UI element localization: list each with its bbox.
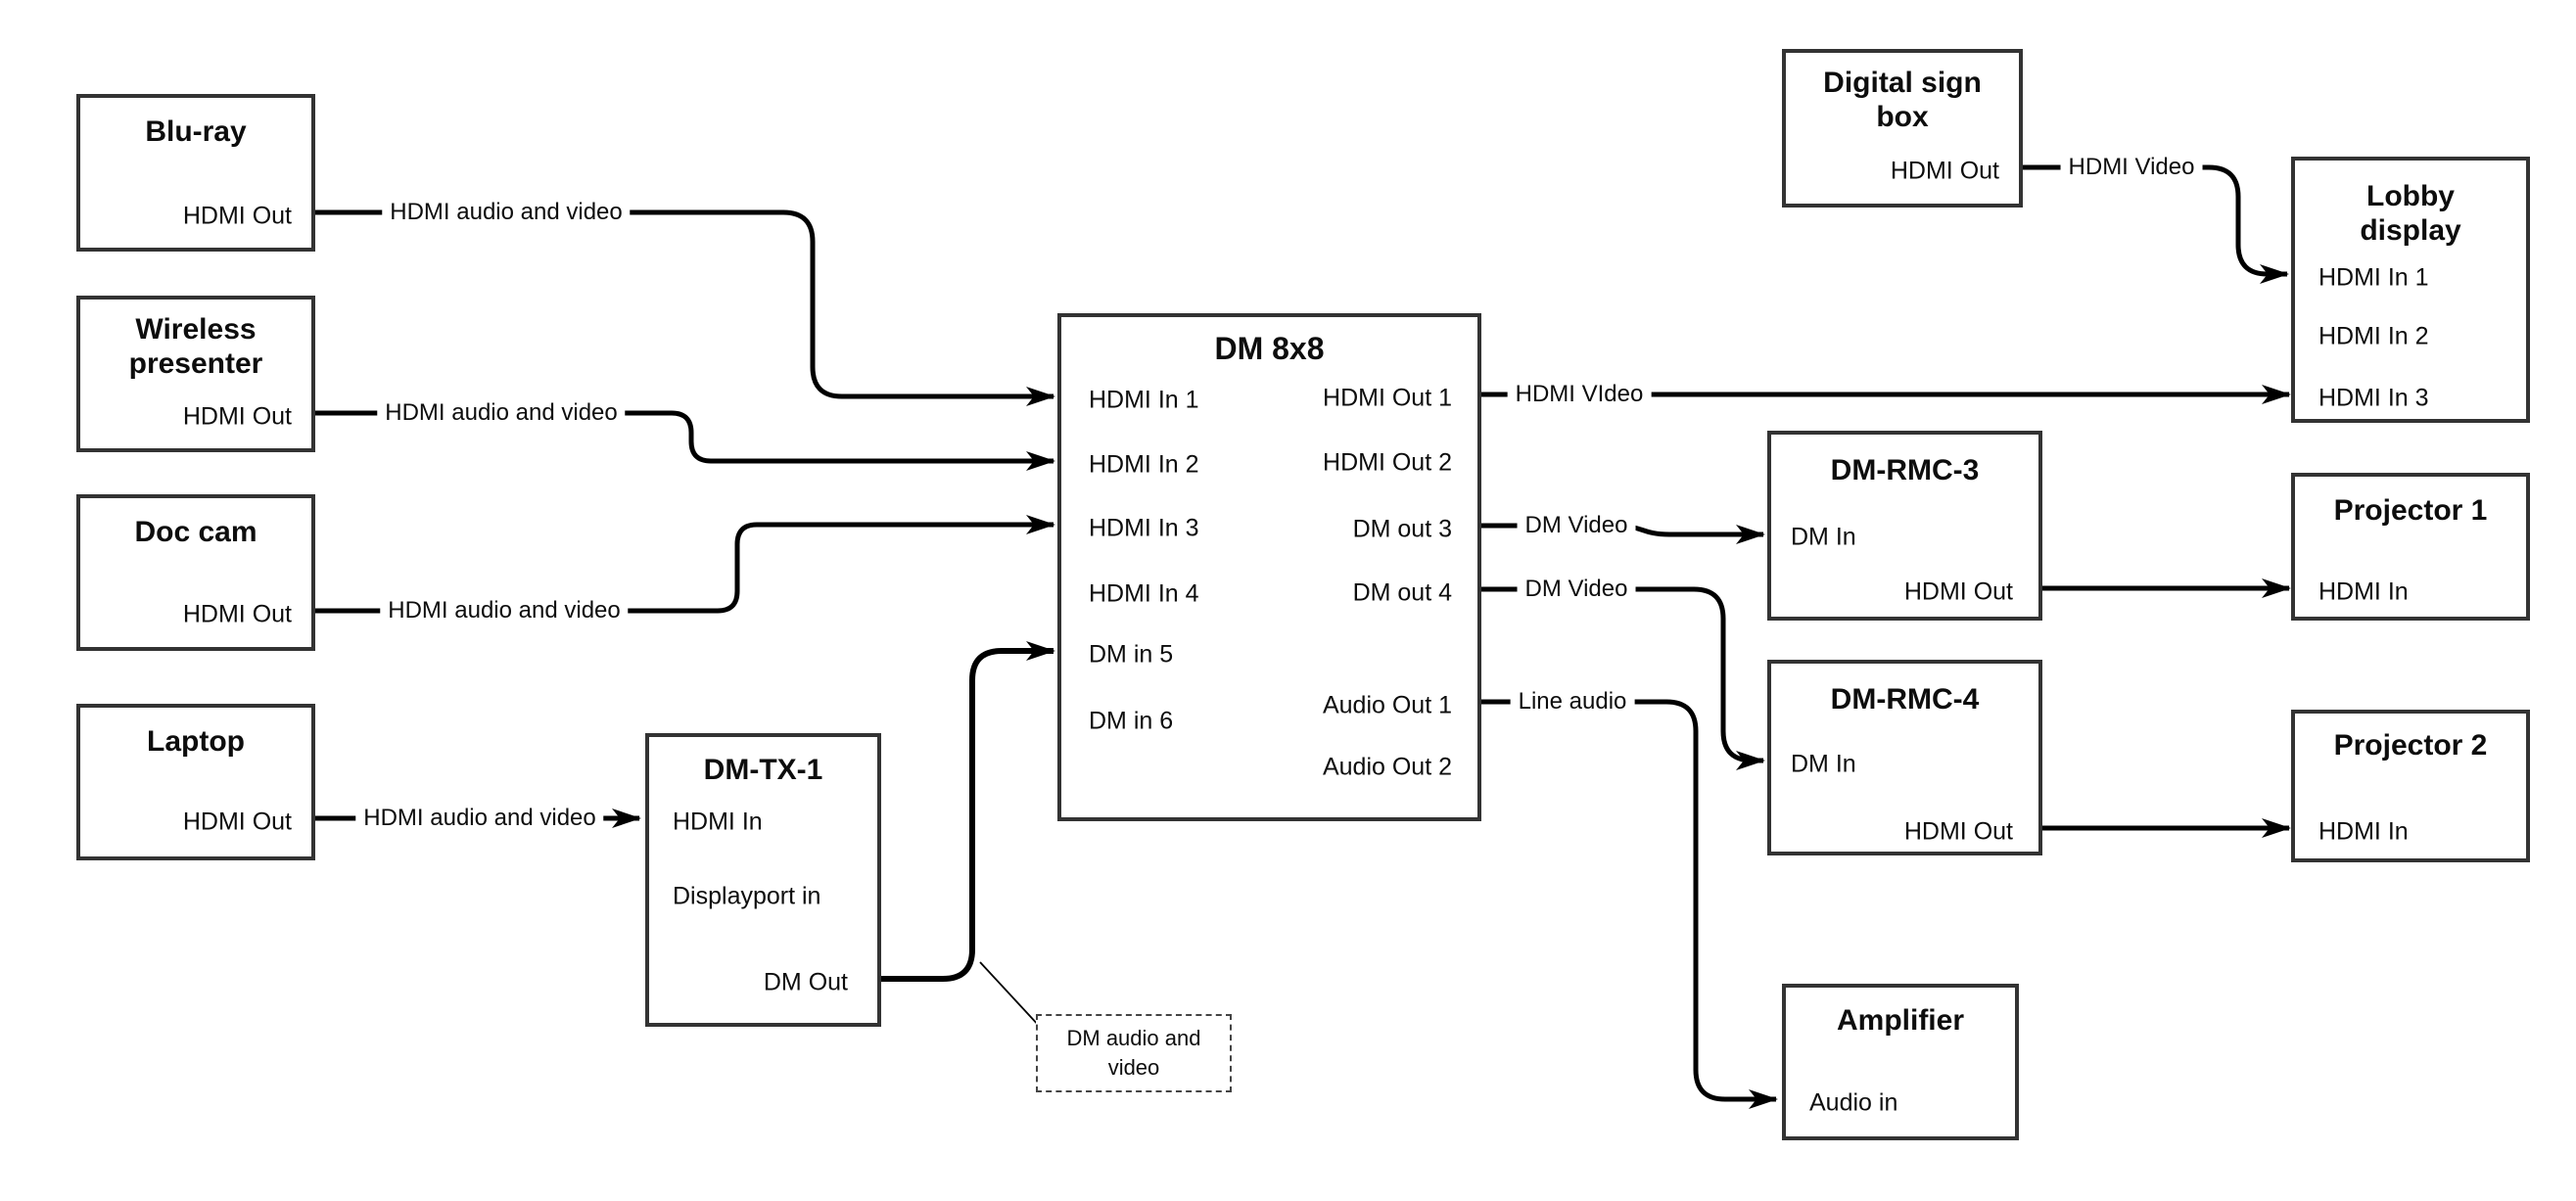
port-dmtx1-hdmi-in: HDMI In bbox=[673, 808, 763, 836]
port-dmrmc3-hdmi-out: HDMI Out bbox=[1903, 577, 2013, 606]
node-lobby-title: Lobby display bbox=[2360, 180, 2461, 247]
node-amplifier-title: Amplifier bbox=[1836, 1004, 1965, 1037]
node-wireless-presenter: Wireless presenter HDMI Out bbox=[76, 296, 315, 452]
port-dmtx1-displayport-in: Displayport in bbox=[673, 882, 821, 910]
port-wireless-hdmi-out: HDMI Out bbox=[182, 402, 292, 431]
wire-dm8x8-audioout1-to-amplifier bbox=[1481, 699, 1778, 1109]
port-dm8x8-hdmi-out-1: HDMI Out 1 bbox=[1323, 384, 1452, 412]
port-amplifier-audio-in: Audio in bbox=[1809, 1088, 1898, 1117]
node-dmrmc4-title: DM-RMC-4 bbox=[1830, 683, 1980, 716]
node-dm8x8: DM 8x8 HDMI In 1 HDMI In 2 HDMI In 3 HDM… bbox=[1057, 313, 1481, 821]
port-projector2-hdmi-in: HDMI In bbox=[2318, 817, 2409, 846]
node-dmtx1-title: DM-TX-1 bbox=[703, 754, 823, 786]
port-projector1-hdmi-in: HDMI In bbox=[2318, 577, 2409, 606]
wire-dm8x8-out4-to-dmrmc4-dmin bbox=[1481, 586, 1765, 770]
port-dm8x8-dm-in-6: DM in 6 bbox=[1089, 707, 1174, 735]
port-dm8x8-audio-out-2: Audio Out 2 bbox=[1322, 753, 1452, 781]
callout-dm-audio-and-video: DM audio and video bbox=[1036, 1014, 1232, 1092]
node-wireless-title: Wireless presenter bbox=[128, 313, 263, 380]
port-dmrmc4-hdmi-out: HDMI Out bbox=[1903, 817, 2013, 846]
wire-label-laptop: HDMI audio and video bbox=[355, 804, 604, 833]
callout-pointer-line bbox=[979, 961, 1042, 1029]
port-dmtx1-dm-out: DM Out bbox=[763, 968, 848, 996]
wire-bluray-to-dm8x8-in1 bbox=[315, 209, 1055, 406]
node-dmtx1: DM-TX-1 HDMI In Displayport in DM Out bbox=[645, 733, 881, 1027]
node-lobby-display: Lobby display HDMI In 1 HDMI In 2 HDMI I… bbox=[2291, 157, 2530, 423]
node-dmrmc3: DM-RMC-3 DM In HDMI Out bbox=[1767, 431, 2042, 621]
node-projector1-title: Projector 1 bbox=[2333, 494, 2488, 527]
port-dm8x8-hdmi-out-2: HDMI Out 2 bbox=[1323, 448, 1452, 477]
wire-label-hdmi-video-out1: HDMI VIdeo bbox=[1507, 380, 1652, 409]
node-dmrmc3-title: DM-RMC-3 bbox=[1830, 454, 1980, 486]
port-lobby-hdmi-in-1: HDMI In 1 bbox=[2318, 263, 2429, 292]
node-laptop-title: Laptop bbox=[147, 725, 245, 758]
node-amplifier: Amplifier Audio in bbox=[1782, 984, 2019, 1140]
port-dm8x8-audio-out-1: Audio Out 1 bbox=[1322, 691, 1452, 719]
wire-label-line-audio: Line audio bbox=[1510, 687, 1635, 716]
port-dmrmc4-dm-in: DM In bbox=[1791, 750, 1856, 778]
port-laptop-hdmi-out: HDMI Out bbox=[182, 808, 292, 836]
port-dm8x8-hdmi-in-3: HDMI In 3 bbox=[1089, 514, 1199, 542]
wire-dmtx1-dmout-to-dm8x8-in5 bbox=[879, 641, 1055, 982]
wire-label-hdmi-video-digitalsign: HDMI Video bbox=[2060, 153, 2203, 182]
port-dm8x8-hdmi-in-4: HDMI In 4 bbox=[1089, 579, 1199, 608]
node-digital-sign-box: Digital sign box HDMI Out bbox=[1782, 49, 2023, 208]
port-dm8x8-hdmi-in-2: HDMI In 2 bbox=[1089, 450, 1199, 479]
node-bluray: Blu-ray HDMI Out bbox=[76, 94, 315, 252]
node-bluray-title: Blu-ray bbox=[145, 115, 247, 148]
node-digital-sign-title: Digital sign box bbox=[1823, 67, 1982, 133]
wire-doccam-to-dm8x8-in3 bbox=[315, 515, 1055, 614]
node-dm8x8-title: DM 8x8 bbox=[1214, 331, 1325, 366]
port-dm8x8-hdmi-in-1: HDMI In 1 bbox=[1089, 386, 1199, 414]
node-doccam: Doc cam HDMI Out bbox=[76, 494, 315, 651]
port-doccam-hdmi-out: HDMI Out bbox=[182, 600, 292, 628]
wire-label-wireless: HDMI audio and video bbox=[377, 398, 626, 428]
node-doccam-title: Doc cam bbox=[134, 516, 258, 548]
node-projector2-title: Projector 2 bbox=[2333, 729, 2488, 762]
wire-label-dm-video-out3: DM Video bbox=[1517, 511, 1636, 540]
wire-wireless-to-dm8x8-in2 bbox=[315, 410, 1055, 471]
wire-label-bluray: HDMI audio and video bbox=[382, 198, 631, 227]
port-dmrmc3-dm-in: DM In bbox=[1791, 523, 1856, 551]
port-digital-sign-hdmi-out: HDMI Out bbox=[1890, 157, 1999, 185]
node-projector2: Projector 2 HDMI In bbox=[2291, 710, 2530, 862]
port-dm8x8-dm-out-4: DM out 4 bbox=[1352, 578, 1452, 607]
port-bluray-hdmi-out: HDMI Out bbox=[182, 202, 292, 230]
port-lobby-hdmi-in-2: HDMI In 2 bbox=[2318, 322, 2429, 350]
wire-digitalsign-to-lobby-in1 bbox=[2023, 164, 2289, 284]
wire-label-dm-video-out4: DM Video bbox=[1517, 575, 1636, 604]
port-dm8x8-dm-out-3: DM out 3 bbox=[1352, 515, 1452, 543]
port-lobby-hdmi-in-3: HDMI In 3 bbox=[2318, 384, 2429, 412]
node-projector1: Projector 1 HDMI In bbox=[2291, 473, 2530, 621]
node-laptop: Laptop HDMI Out bbox=[76, 704, 315, 860]
wire-label-doccam: HDMI audio and video bbox=[380, 596, 629, 625]
node-dmrmc4: DM-RMC-4 DM In HDMI Out bbox=[1767, 660, 2042, 855]
port-dm8x8-dm-in-5: DM in 5 bbox=[1089, 640, 1174, 669]
